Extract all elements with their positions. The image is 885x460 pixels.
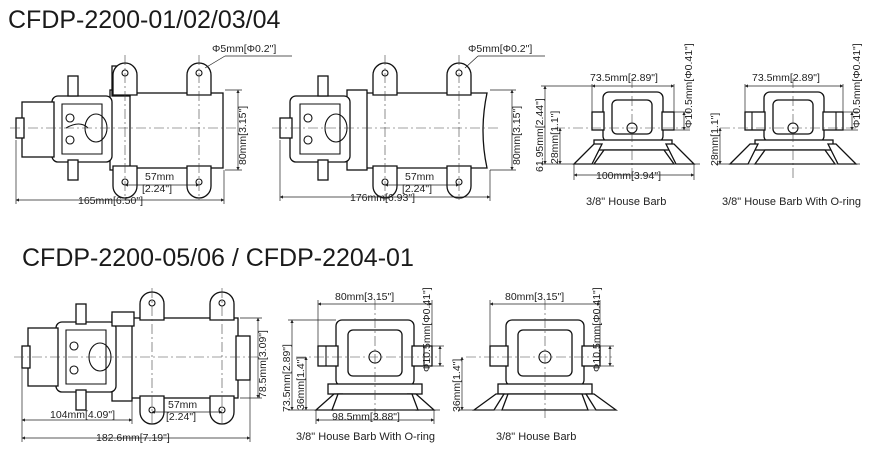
dim-base-7: 36mm[1.4"]	[451, 359, 463, 412]
dim-width-3: 73.5mm[2.89"]	[590, 72, 658, 84]
dim-length-2: 176mm[6.93"]	[350, 192, 415, 204]
dim-mount-5a: 57mm	[168, 399, 197, 411]
dim-height-5: 78.5mm[3.09"]	[257, 330, 269, 398]
pump-front-view-4: 73.5mm[2.89"] Φ10.5mm[Φ0.41"] 28mm[1.1"]…	[709, 43, 863, 208]
pump-side-view-1: 80mm[3.15"] Φ5mm[Φ0.2"] 57mm [2.24"] 165…	[10, 43, 292, 207]
dim-port-7: Φ10.5mm[Φ0.41"]	[591, 287, 603, 372]
dim-hole-1: Φ5mm[Φ0.2"]	[212, 43, 276, 55]
caption-view-7: 3/8" House Barb	[496, 431, 576, 443]
dim-length-1: 165mm[6.50"]	[78, 195, 143, 207]
dim-width-7: 80mm[3.15"]	[505, 291, 564, 303]
model-title-top: CFDP-2200-01/02/03/04	[8, 6, 281, 34]
dim-height-3: 61.95mm[2.44"]	[534, 98, 546, 172]
dim-mount-1b: [2.24"]	[142, 183, 172, 195]
pump-front-view-3: 73.5mm[2.89"] Φ10.5mm[Φ0.41"] 61.95mm[2.…	[534, 43, 700, 208]
model-title-bottom: CFDP-2200-05/06 / CFDP-2204-01	[22, 244, 414, 272]
dim-hole-2: Φ5mm[Φ0.2"]	[468, 43, 532, 55]
caption-view-6: 3/8" House Barb With O-ring	[296, 431, 435, 443]
dim-body-5: 104mm[4.09"]	[50, 409, 115, 421]
dim-mount-5b: [2.24"]	[166, 411, 196, 423]
dim-base-6: 36mm[1.4"]	[295, 357, 307, 410]
dim-base-4: 28mm[1.1"]	[709, 113, 721, 166]
dim-height-2: 80mm[3.15"]	[511, 106, 523, 165]
dim-width-6: 80mm[3.15"]	[335, 291, 394, 303]
pump-side-view-5: 78.5mm[3.09"] 57mm [2.24"] 104mm[4.09"] …	[14, 288, 269, 444]
dim-mount-2a: 57mm	[405, 171, 434, 183]
dim-port-6: Φ10.5mm[Φ0.41"]	[421, 287, 433, 372]
dim-foot-3: 100mm[3.94"]	[596, 170, 661, 182]
dim-foot-6: 98.5mm[3.88"]	[332, 411, 400, 423]
pump-front-view-6: 80mm[3.15"] Φ10.5mm[Φ0.41"] 73.5mm[2.89"…	[281, 287, 444, 443]
caption-view-4: 3/8" House Barb With O-ring	[722, 196, 861, 208]
dim-width-4: 73.5mm[2.89"]	[752, 72, 820, 84]
dim-mount-2b: [2.24"]	[402, 183, 432, 195]
caption-view-3: 3/8" House Barb	[586, 196, 666, 208]
dim-height-1: 80mm[3.15"]	[237, 106, 249, 165]
dim-mount-1a: 57mm	[145, 171, 174, 183]
dim-port-3: Φ10.5mm[Φ0.41"]	[683, 43, 695, 128]
dim-port-4: Φ10.5mm[Φ0.41"]	[851, 43, 863, 128]
dim-height-6: 73.5mm[2.89"]	[281, 344, 293, 412]
dim-length-5: 182.6mm[7.19"]	[96, 432, 170, 444]
dim-base-3: 28mm[1.1"]	[549, 111, 561, 164]
pump-front-view-7: 80mm[3.15"] Φ10.5mm[Φ0.41"] 36mm[1.4"] 3…	[451, 287, 618, 443]
pump-side-view-2: 80mm[3.15"] Φ5mm[Φ0.2"] 57mm [2.24"] 176…	[272, 43, 545, 204]
